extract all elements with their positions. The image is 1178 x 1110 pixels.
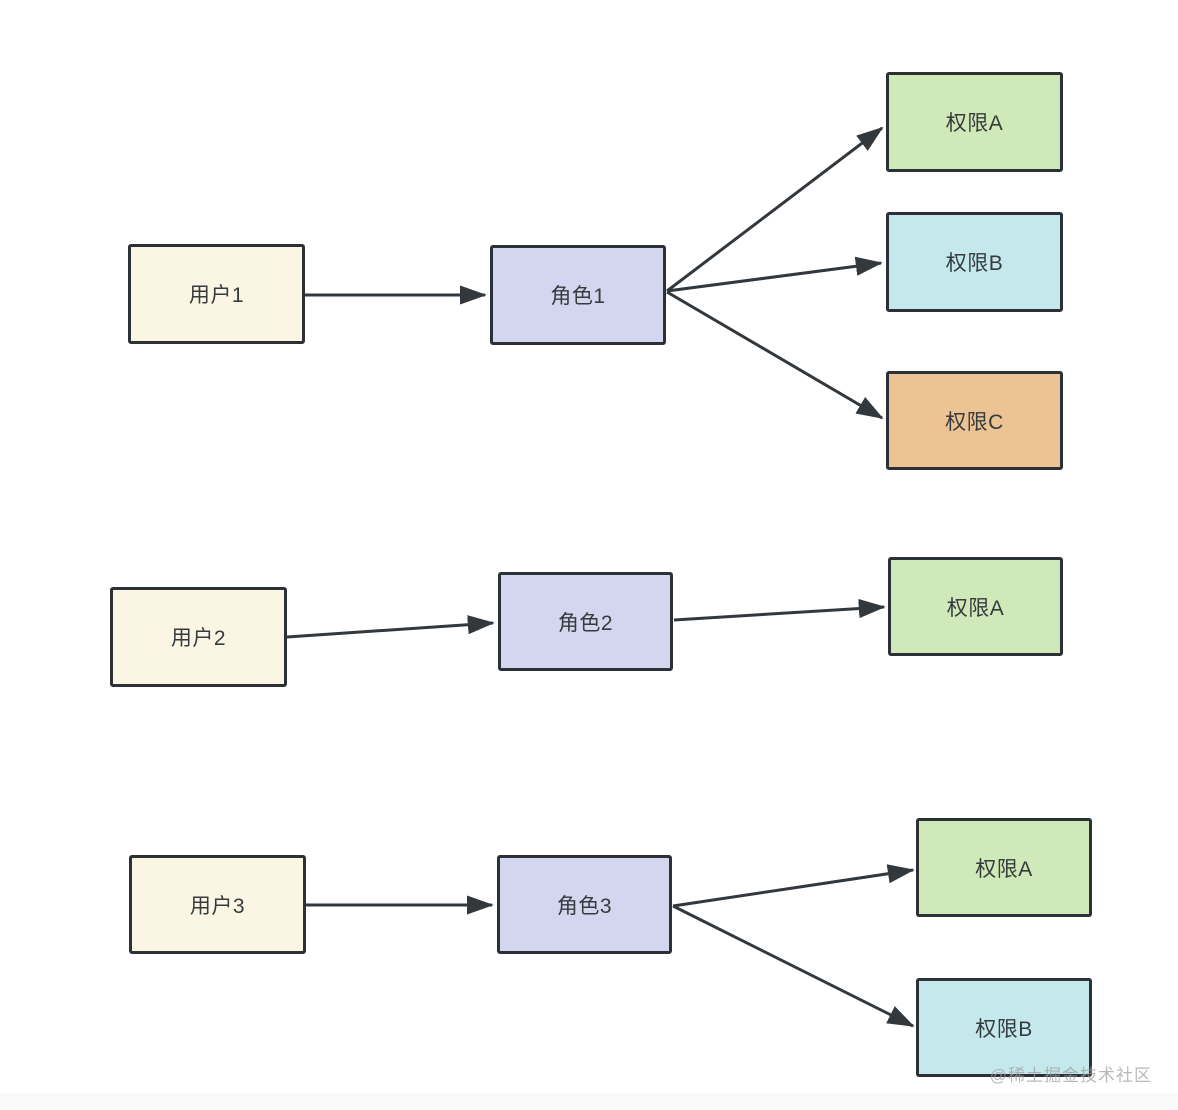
node-perm1b-label: 权限B	[945, 252, 1004, 275]
node-role1: 角色1	[490, 245, 666, 345]
edge-role3-perm3a	[672, 864, 915, 908]
node-perm3b: 权限B	[916, 978, 1092, 1077]
node-user2: 用户2	[110, 587, 287, 687]
node-role3-label: 角色3	[556, 894, 613, 918]
edge-role1-perm1c	[666, 290, 884, 420]
edge-role3-perm3b	[672, 904, 915, 1028]
bottom-strip	[0, 1093, 1178, 1110]
node-perm2a: 权限A	[888, 557, 1063, 656]
edge-role1-perm1b	[666, 256, 883, 293]
node-user2-label: 用户2	[170, 627, 227, 650]
node-perm1a: 权限A	[886, 72, 1063, 172]
node-perm1c: 权限C	[886, 371, 1063, 470]
node-role2: 角色2	[498, 572, 673, 671]
node-perm3a: 权限A	[916, 818, 1092, 917]
node-user3: 用户3	[129, 855, 306, 954]
node-perm1b: 权限B	[886, 212, 1063, 312]
edge-role2-perm2a	[673, 598, 886, 622]
node-user1: 用户1	[128, 244, 305, 344]
node-perm3a-label: 权限A	[975, 857, 1033, 881]
node-role2-label: 角色2	[557, 611, 614, 635]
node-user1-label: 用户1	[188, 284, 245, 307]
node-perm3b-label: 权限B	[975, 1017, 1033, 1041]
edge-user2-role2	[286, 615, 495, 639]
node-perm1a-label: 权限A	[945, 112, 1004, 135]
node-role3: 角色3	[497, 855, 672, 954]
node-perm1c-label: 权限C	[945, 410, 1004, 434]
watermark: @稀土掘金技术社区	[989, 1066, 1152, 1085]
node-user3-label: 用户3	[189, 894, 246, 918]
node-perm2a-label: 权限A	[946, 596, 1005, 620]
node-role1-label: 角色1	[550, 285, 606, 308]
edge-role1-perm1a	[666, 126, 884, 293]
